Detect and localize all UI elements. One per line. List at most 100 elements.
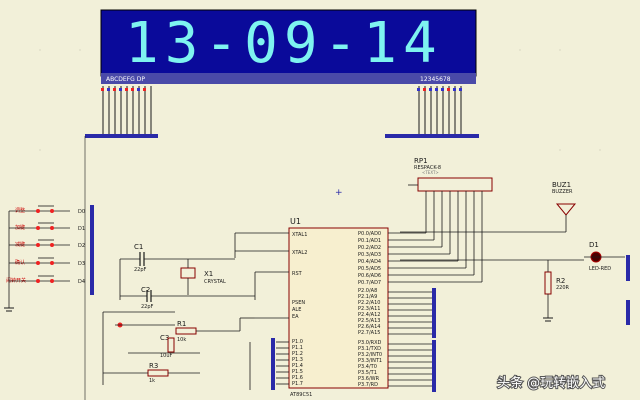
svg-text:P1.7: P1.7 [292, 381, 303, 387]
svg-text:P2.5/A13: P2.5/A13 [358, 318, 380, 324]
svg-text:PSEN: PSEN [292, 300, 305, 306]
svg-text:加键: 加键 [15, 224, 25, 231]
display-left-pins: ABCDEFG DP [106, 76, 145, 83]
rp1-value: RESPACK-8 [414, 165, 441, 171]
resistor-r2[interactable]: R2 220R [543, 260, 570, 322]
svg-text:P0.2/AD2: P0.2/AD2 [358, 245, 381, 251]
svg-text:X1: X1 [204, 270, 213, 278]
buzzer-value: BUZZER [552, 189, 573, 195]
key-3[interactable]: 确认 D3 [15, 257, 85, 267]
buzzer-ref: BUZ1 [552, 181, 571, 189]
d1-ref: D1 [589, 241, 599, 249]
svg-text:10k: 10k [177, 337, 186, 343]
r2-value: 220R [556, 285, 570, 291]
svg-text:P0.1/AD1: P0.1/AD1 [358, 238, 381, 244]
svg-text:1k: 1k [149, 378, 155, 384]
svg-text:P2.7/A15: P2.7/A15 [358, 330, 380, 336]
bus-left [85, 134, 158, 138]
u1-right-wires [388, 230, 584, 283]
crystal-icon [180, 267, 196, 279]
svg-text:D1: D1 [78, 226, 85, 232]
key-4[interactable]: 闹钟开关 D4 [6, 275, 85, 285]
buzzer[interactable]: BUZ1 BUZZER [552, 181, 577, 232]
svg-text:XTAL2: XTAL2 [292, 250, 307, 256]
seven-seg-display[interactable]: 13-09-14 ABCDEFG DP 12345678 [100, 9, 477, 84]
grid-dots [39, 49, 601, 151]
svg-text:P3.3/INT1: P3.3/INT1 [358, 358, 382, 364]
svg-text:P3.1/TXD: P3.1/TXD [358, 346, 381, 352]
svg-text:P3.2/INT0: P3.2/INT0 [358, 352, 382, 358]
u1-part: AT89C51 [290, 392, 312, 398]
svg-text:RST: RST [292, 271, 303, 277]
svg-text:闹钟开关: 闹钟开关 [6, 277, 26, 284]
rp1-ref: RP1 [414, 157, 428, 165]
svg-text:P1.2: P1.2 [292, 351, 303, 357]
svg-text:P2.2/A10: P2.2/A10 [358, 300, 380, 306]
bus-right [385, 134, 479, 138]
svg-text:P2.6/A14: P2.6/A14 [358, 324, 380, 330]
svg-text:P3.4/T0: P3.4/T0 [358, 364, 377, 370]
svg-text:P1.4: P1.4 [292, 363, 303, 369]
svg-text:P3.0/RXD: P3.0/RXD [358, 340, 382, 346]
svg-text:C2: C2 [141, 286, 150, 294]
svg-text:P1.1: P1.1 [292, 345, 303, 351]
svg-text:ALE: ALE [292, 307, 301, 313]
svg-text:P0.6/AD6: P0.6/AD6 [358, 273, 381, 279]
svg-text:XTAL1: XTAL1 [292, 232, 307, 238]
rp1-respack[interactable]: RP1 RESPACK-8 <TEXT> [408, 157, 493, 230]
key-list: 调整 D0 加键 D1 减键 D2 确认 D3 闹钟开关 [4, 205, 94, 312]
svg-text:P3.7/RD: P3.7/RD [358, 382, 378, 388]
svg-text:P3.6/WR: P3.6/WR [358, 376, 380, 382]
svg-text:P2.4/A12: P2.4/A12 [358, 312, 380, 318]
display-digits: 13-09-14 [125, 11, 443, 76]
svg-text:P1.3: P1.3 [292, 357, 303, 363]
svg-text:D3: D3 [78, 261, 85, 267]
svg-text:P0.5/AD5: P0.5/AD5 [358, 266, 381, 272]
reset-circuit[interactable]: R1 10k C3 10uF R3 1k [102, 311, 255, 385]
svg-text:P1.5: P1.5 [292, 369, 303, 375]
svg-text:P1.6: P1.6 [292, 375, 303, 381]
key-1[interactable]: 加键 D1 [15, 222, 85, 232]
svg-text:减键: 减键 [15, 241, 25, 248]
u1-ref: U1 [290, 217, 301, 226]
watermark: 头条 @玩转嵌入式 [496, 374, 606, 392]
display-pin-markers [101, 88, 462, 91]
svg-text:R3: R3 [149, 362, 158, 370]
svg-text:P1.0: P1.0 [292, 339, 303, 345]
led-d1[interactable]: D1 LED-RED [584, 241, 625, 272]
svg-text:D0: D0 [78, 209, 85, 215]
d1-value: LED-RED [589, 266, 611, 272]
key-0[interactable]: 调整 D0 [15, 205, 85, 215]
svg-text:D2: D2 [78, 243, 85, 249]
svg-text:<TEXT>: <TEXT> [422, 170, 439, 175]
svg-text:C1: C1 [134, 243, 143, 251]
svg-text:调整: 调整 [15, 207, 25, 214]
cursor-plus-icon: + [335, 188, 343, 198]
svg-text:10uF: 10uF [160, 353, 173, 359]
svg-text:P2.1/A9: P2.1/A9 [358, 294, 377, 300]
svg-text:CRYSTAL: CRYSTAL [204, 279, 226, 285]
svg-text:头条 @玩转嵌入式: 头条 @玩转嵌入式 [497, 375, 605, 391]
svg-text:P0.4/AD4: P0.4/AD4 [358, 259, 381, 265]
svg-text:C3: C3 [160, 334, 169, 342]
svg-text:P2.3/A11: P2.3/A11 [358, 306, 380, 312]
svg-text:EA: EA [292, 314, 299, 320]
svg-text:P0.7/AD7: P0.7/AD7 [358, 280, 381, 286]
svg-text:22pF: 22pF [141, 304, 154, 310]
svg-text:22pF: 22pF [134, 267, 147, 273]
svg-text:D4: D4 [78, 279, 85, 285]
svg-text:P3.5/T1: P3.5/T1 [358, 370, 377, 376]
display-right-pins: 12345678 [420, 76, 451, 83]
svg-text:确认: 确认 [15, 259, 25, 266]
svg-text:P2.0/A8: P2.0/A8 [358, 288, 377, 294]
buzzer-icon [555, 203, 577, 216]
r2-ref: R2 [556, 277, 565, 285]
svg-text:P0.0/AD0: P0.0/AD0 [358, 231, 381, 237]
u1-mcu[interactable]: U1 XTAL1 XTAL2 RST PSEN ALE EA P0.0/AD0 … [288, 217, 389, 398]
key-2[interactable]: 减键 D2 [15, 239, 85, 249]
display-bus-wires [102, 86, 462, 135]
crystal-circuit[interactable]: C1 22pF X1 CRYSTAL C2 22pF [119, 243, 255, 310]
svg-text:P0.3/AD3: P0.3/AD3 [358, 252, 381, 258]
